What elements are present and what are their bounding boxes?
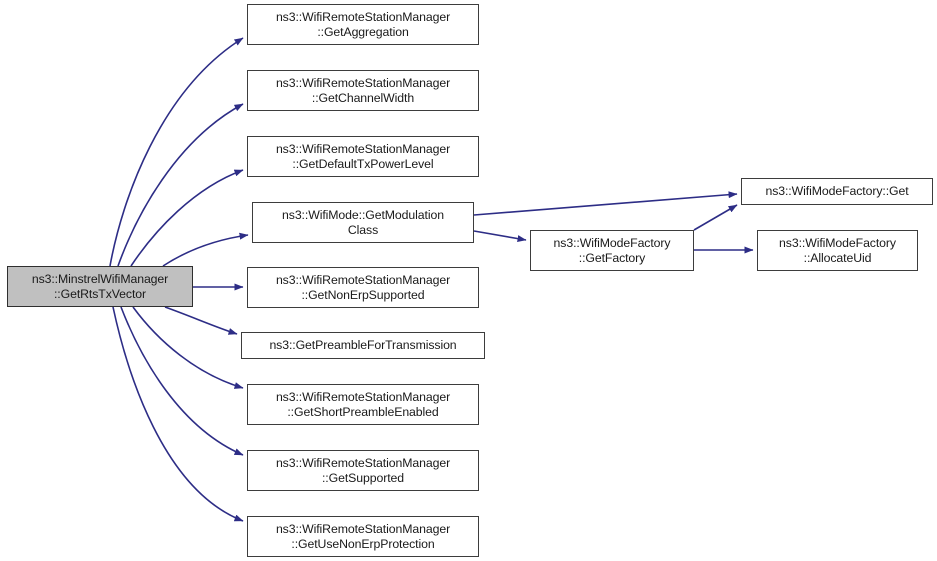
node-label: ns3::WifiRemoteStationManager ::GetUseNo… [275, 521, 451, 551]
node-minstrel-wifi-manager-get-rts-tx-vector[interactable]: ns3::MinstrelWifiManager ::GetRtsTxVecto… [7, 266, 193, 307]
node-wifi-remote-station-manager-get-supported[interactable]: ns3::WifiRemoteStationManager ::GetSuppo… [247, 450, 479, 491]
node-wifi-remote-station-manager-get-default-tx-power-level[interactable]: ns3::WifiRemoteStationManager ::GetDefau… [247, 136, 479, 177]
node-label: ns3::WifiRemoteStationManager ::GetShort… [275, 389, 451, 419]
edge-root-to-get-supported [120, 306, 244, 456]
node-get-preamble-for-transmission[interactable]: ns3::GetPreambleForTransmission [241, 332, 485, 359]
node-wifi-remote-station-manager-get-aggregation[interactable]: ns3::WifiRemoteStationManager ::GetAggre… [247, 4, 479, 45]
edge-root-to-get-aggregation [109, 37, 244, 267]
node-label: ns3::WifiRemoteStationManager ::GetSuppo… [275, 455, 451, 485]
edge-root-to-get-modulation-class [162, 232, 249, 267]
node-wifi-remote-station-manager-get-use-non-erp-protection[interactable]: ns3::WifiRemoteStationManager ::GetUseNo… [247, 516, 479, 557]
edge-root-to-get-preamble-for-transmission [164, 306, 238, 335]
node-label: ns3::WifiRemoteStationManager ::GetDefau… [275, 141, 451, 171]
node-label: ns3::WifiRemoteStationManager ::GetAggre… [275, 9, 451, 39]
node-wifi-mode-factory-get[interactable]: ns3::WifiModeFactory::Get [741, 178, 933, 205]
node-label: ns3::WifiModeFactory ::AllocateUid [779, 235, 896, 265]
node-wifi-mode-factory-allocate-uid[interactable]: ns3::WifiModeFactory ::AllocateUid [757, 230, 918, 271]
node-label: ns3::WifiRemoteStationManager ::GetNonEr… [275, 272, 451, 302]
node-wifi-remote-station-manager-get-non-erp-supported[interactable]: ns3::WifiRemoteStationManager ::GetNonEr… [247, 267, 479, 308]
node-wifi-remote-station-manager-get-short-preamble-enabled[interactable]: ns3::WifiRemoteStationManager ::GetShort… [247, 384, 479, 425]
node-label: ns3::MinstrelWifiManager ::GetRtsTxVecto… [31, 271, 169, 301]
node-label: ns3::WifiRemoteStationManager ::GetChann… [275, 75, 451, 105]
edge-root-to-get-use-non-erp-protection [112, 306, 244, 522]
node-label: ns3::WifiModeFactory ::GetFactory [553, 235, 671, 265]
node-label: ns3::WifiModeFactory::Get [765, 184, 909, 199]
node-wifi-remote-station-manager-get-channel-width[interactable]: ns3::WifiRemoteStationManager ::GetChann… [247, 70, 479, 111]
node-wifi-mode-factory-get-factory[interactable]: ns3::WifiModeFactory ::GetFactory [530, 230, 694, 271]
edge-get-factory-to-wifi-mode-factory-get [693, 204, 738, 231]
edge-get-modulation-class-to-get-factory [473, 230, 527, 242]
edge-root-to-get-short-preamble-enabled [132, 306, 244, 389]
edge-root-to-get-channel-width [117, 103, 244, 267]
node-label: ns3::GetPreambleForTransmission [269, 338, 457, 353]
edge-get-modulation-class-to-wifi-mode-factory-get [473, 191, 738, 216]
node-wifi-mode-get-modulation-class[interactable]: ns3::WifiMode::GetModulation Class [252, 202, 474, 243]
node-label: ns3::WifiMode::GetModulation Class [282, 207, 444, 237]
edge-root-to-get-default-tx-power-level [130, 169, 244, 267]
